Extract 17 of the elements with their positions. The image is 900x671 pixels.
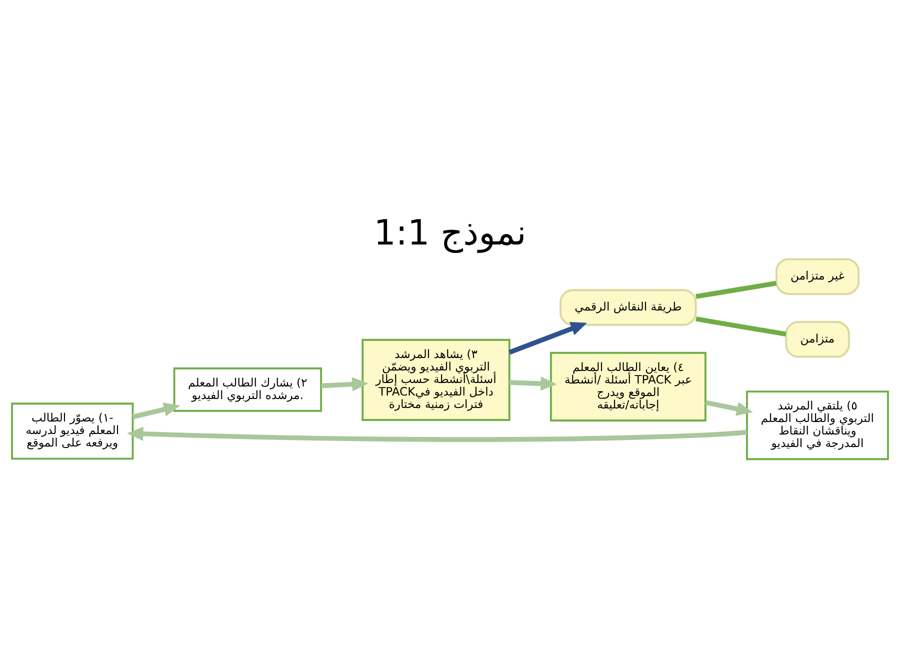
node-box: ٣) يشاهد المرشد التربوي الفيديو ويضمّن أسئلة\أنشطة حسب إطار TPACKداخل الفيديو في فترات زمنية مختارة [362,338,510,420]
node-box: ٤) يعاين الطالب المعلم أسئلة /أنشطة TPACK عبر الموقع ويدرج إجاباته/تعليقه [550,351,706,421]
node-box: ٢) يشارك الطالب المعلم مرشده التربوي الفيديو. [173,366,322,412]
node-box: طريقة النقاش الرقمي [560,288,697,326]
arrow [321,376,368,391]
arrow [127,426,748,442]
connector [696,280,777,298]
node-box: ١) يصوّر الطالب- المعلم فيديو لدرسه ويرفعه على الموقع [11,402,134,460]
connector [696,316,786,336]
arrow [705,400,753,416]
arrow [132,402,180,419]
node-box: متزامن [785,320,850,358]
arrow [509,376,557,390]
node-box: غير متزامن [775,258,860,294]
node-box: ٥) يلتقي المرشد التربوي والطالب المعلم ويناقشان النقاط المدرجة في الفيديو [746,390,889,460]
diagram-title: نموذج 1:1 [374,213,526,254]
arrow [508,321,587,354]
